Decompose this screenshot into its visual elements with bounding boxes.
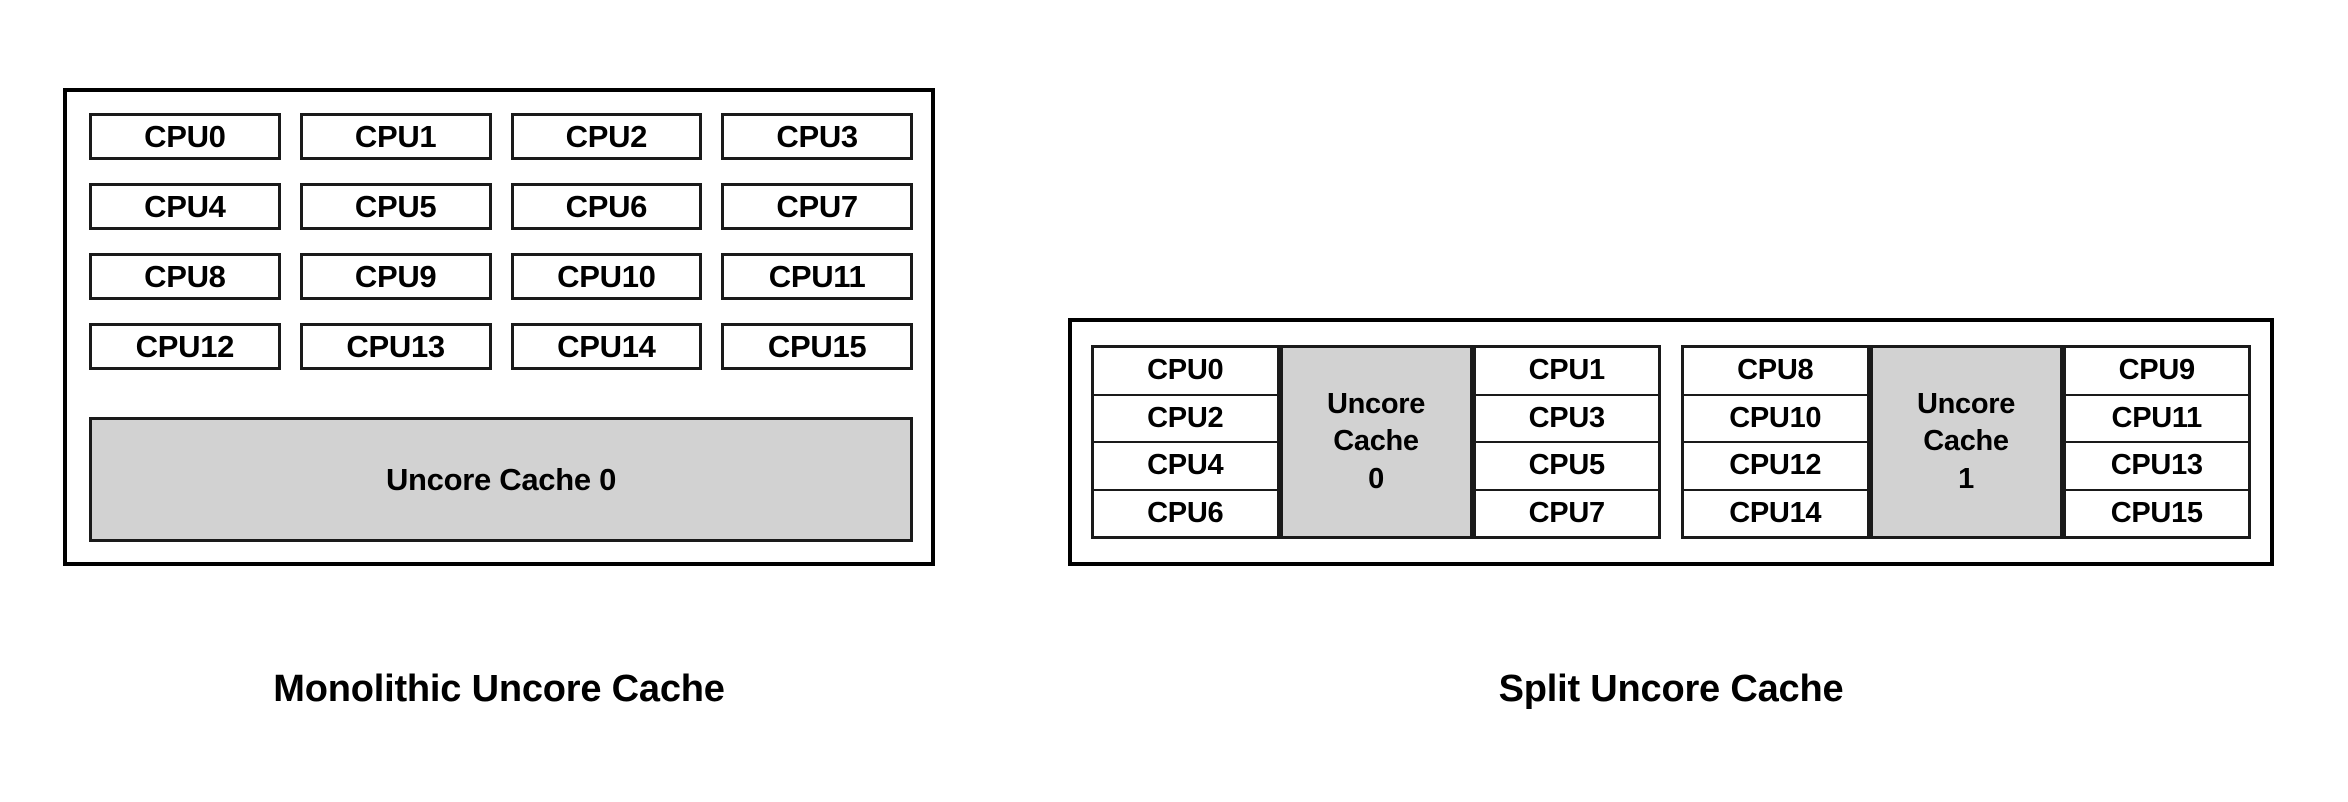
cpu-cell: CPU3 — [1475, 395, 1658, 443]
cpu-cell: CPU15 — [2065, 490, 2248, 536]
cpu-cell: CPU0 — [1094, 348, 1277, 396]
cpu-column-odd-right: CPU1 CPU3 CPU5 CPU7 — [1472, 345, 1661, 539]
monolithic-cpu-grid: CPU0 CPU1 CPU2 CPU3 CPU4 CPU5 CPU6 CPU7 … — [89, 113, 913, 393]
split-uncore-cache-diagram: CPU0 CPU2 CPU4 CPU6 Uncore Cache 0 CPU1 … — [1068, 318, 2274, 566]
cpu-cell: CPU8 — [1684, 348, 1867, 396]
cpu-column-even-left: CPU8 CPU10 CPU12 CPU14 — [1681, 345, 1870, 539]
cpu-box: CPU11 — [721, 253, 913, 300]
cpu-box: CPU7 — [721, 183, 913, 230]
uncore-cache-block-0: Uncore Cache 0 — [1279, 345, 1473, 539]
uncore-cache-block: Uncore Cache 0 — [89, 417, 913, 542]
cpu-box: CPU15 — [721, 323, 913, 370]
monolithic-uncore-cache-diagram: CPU0 CPU1 CPU2 CPU3 CPU4 CPU5 CPU6 CPU7 … — [63, 88, 935, 566]
cpu-column-odd-right: CPU9 CPU11 CPU13 CPU15 — [2062, 345, 2251, 539]
cpu-box: CPU0 — [89, 113, 281, 160]
cpu-box: CPU9 — [299, 253, 492, 300]
cpu-box: CPU5 — [299, 183, 492, 230]
uncore-cache-label-line3: 0 — [1368, 462, 1384, 495]
cpu-cell: CPU1 — [1475, 348, 1658, 396]
split-cluster-1: CPU8 CPU10 CPU12 CPU14 Uncore Cache 1 CP… — [1681, 345, 2251, 539]
cpu-box: CPU2 — [510, 113, 703, 160]
cpu-cell: CPU9 — [2065, 348, 2248, 396]
cpu-cell: CPU4 — [1094, 443, 1277, 491]
split-clusters-row: CPU0 CPU2 CPU4 CPU6 Uncore Cache 0 CPU1 … — [1091, 345, 2251, 539]
uncore-cache-label-line1: Uncore — [1916, 388, 2016, 421]
cpu-cell: CPU2 — [1094, 395, 1277, 443]
cpu-box: CPU4 — [89, 183, 281, 230]
monolithic-caption: Monolithic Uncore Cache — [273, 668, 725, 710]
split-cluster-0: CPU0 CPU2 CPU4 CPU6 Uncore Cache 0 CPU1 … — [1091, 345, 1661, 539]
cpu-box: CPU8 — [89, 253, 281, 300]
uncore-cache-block-1: Uncore Cache 1 — [1869, 345, 2063, 539]
cpu-box: CPU3 — [721, 113, 913, 160]
cpu-cell: CPU6 — [1094, 490, 1277, 536]
cpu-cell: CPU10 — [1684, 395, 1867, 443]
cpu-box: CPU6 — [510, 183, 703, 230]
uncore-cache-label-line3: 1 — [1958, 462, 1974, 495]
split-caption: Split Uncore Cache — [1498, 668, 1844, 710]
cpu-column-even-left: CPU0 CPU2 CPU4 CPU6 — [1091, 345, 1280, 539]
uncore-cache-label-line1: Uncore — [1326, 388, 1426, 421]
cpu-cell: CPU14 — [1684, 490, 1867, 536]
cpu-cell: CPU11 — [2065, 395, 2248, 443]
cpu-cell: CPU7 — [1475, 490, 1658, 536]
cpu-box: CPU1 — [299, 113, 492, 160]
uncore-cache-label-line2: Cache — [1923, 425, 2009, 458]
cpu-box: CPU13 — [299, 323, 492, 370]
cpu-box: CPU10 — [510, 253, 703, 300]
cpu-cell: CPU12 — [1684, 443, 1867, 491]
cpu-cell: CPU13 — [2065, 443, 2248, 491]
cpu-box: CPU14 — [510, 323, 703, 370]
uncore-cache-label-line2: Cache — [1333, 425, 1419, 458]
cpu-cell: CPU5 — [1475, 443, 1658, 491]
cpu-box: CPU12 — [89, 323, 281, 370]
